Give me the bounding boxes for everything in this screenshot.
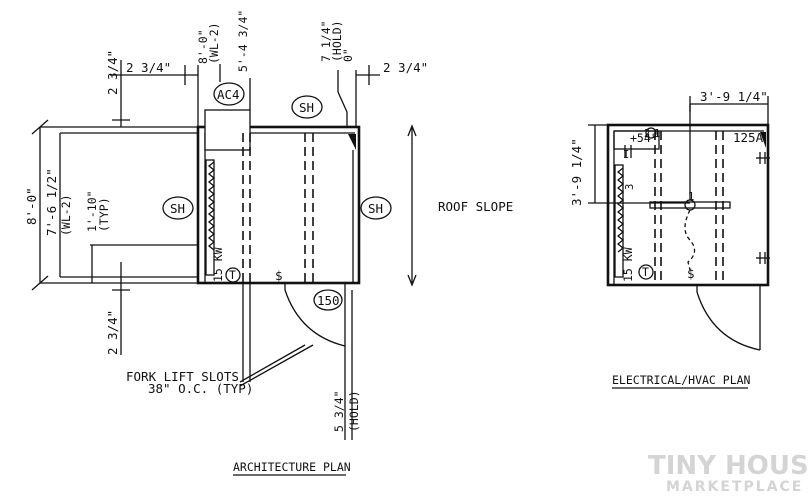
- elec-dim-left: 3'-9 1/4": [569, 138, 584, 206]
- circuit-1a: 1: [654, 128, 660, 140]
- sh-top-bubble: [291, 95, 323, 119]
- dim-overall: 8'-0": [24, 187, 39, 225]
- heater-strip: [614, 164, 624, 278]
- leader-line: [239, 344, 314, 387]
- dim-tick: [31, 275, 49, 291]
- dim-hold-c: 0": [341, 48, 355, 62]
- arch-heater-label: 15 KW: [211, 247, 225, 282]
- thermostat-icon: [225, 267, 241, 283]
- electrical-plan-title: ELECTRICAL/HVAC PLAN: [612, 373, 751, 387]
- electrical-plan: 3'-9 1/4" 3'-9 1/4" +54" 2 1 I 3 15 KW 1…: [569, 89, 770, 389]
- receptacle-icon: [645, 127, 657, 139]
- dim-top-right: 2 3/4": [383, 60, 428, 75]
- outlet-label: I: [623, 149, 629, 161]
- arch-exterior-wall: [196, 125, 361, 285]
- elec-switch-icon: $: [687, 266, 695, 281]
- panel-box: [613, 130, 660, 150]
- heater-coil: [207, 161, 216, 251]
- dim-tick: [31, 119, 49, 135]
- sh-left-bubble: [162, 196, 194, 220]
- dim-top-left-v: 2 3/4": [105, 50, 120, 95]
- forklift-label-a: FORK LIFT SLOTS: [126, 369, 239, 384]
- sh-left-tag: SH: [170, 201, 185, 216]
- watermark-line2: MARKETPLACE: [666, 479, 803, 495]
- dim-bottom-hold-a: 5 3/4": [332, 390, 346, 432]
- elec-thermostat-label: T: [642, 265, 649, 279]
- forklift-label-b: 38" O.C. (TYP): [148, 381, 253, 396]
- door-tag: 150: [317, 293, 340, 308]
- sh-top-tag: SH: [299, 100, 314, 115]
- elec-dim-top: 3'-9 1/4": [700, 89, 768, 104]
- ac4-tag-bubble: [213, 82, 245, 106]
- thermostat-icon: [638, 264, 654, 280]
- switch-leg: [684, 209, 696, 271]
- heater-coil: [616, 167, 625, 253]
- dim-wl2-a: 8'-0": [196, 29, 210, 64]
- dim-typ-a: 1'-10": [85, 190, 99, 232]
- light-fixture: [649, 201, 731, 209]
- corner-mark: [348, 134, 356, 150]
- dim-inner-a: 7'-6 1/2": [44, 168, 59, 236]
- dim-hold-a: 7 1/4": [319, 20, 333, 62]
- elec-heater-label: 15 KW: [621, 247, 635, 282]
- ac4-tag: AC4: [217, 87, 240, 102]
- door-swing-arc: [284, 289, 346, 347]
- architecture-plan-title: ARCHITECTURE PLAN: [233, 460, 351, 474]
- switch-icon: $: [275, 268, 283, 283]
- dim-bottom-hold-b: (HOLD): [347, 390, 361, 432]
- door-tag-bubble: [313, 289, 343, 311]
- sh-right-tag: SH: [368, 201, 383, 216]
- leader-line: [239, 344, 306, 383]
- watermark-line1: TINY HOUSE: [648, 451, 809, 481]
- arrow-head: [407, 124, 417, 137]
- elec-exterior-wall: [606, 123, 770, 287]
- dim-wl2-b: (WL-2): [207, 22, 221, 64]
- sh-right-bubble: [360, 196, 392, 220]
- dim-inner-b: (WL-2): [59, 194, 73, 236]
- dim-leader: [337, 91, 348, 113]
- panel-label: 125A: [733, 130, 764, 145]
- dim-bottom-left: 2 3/4": [105, 310, 120, 355]
- dim-top-mid: 5'-4 3/4": [236, 10, 250, 72]
- dim-top-left: 2 3/4": [126, 60, 171, 75]
- roof-slope-label: ROOF SLOPE: [438, 199, 513, 214]
- dim-typ-b: (TYP): [97, 197, 111, 232]
- mount-height: +54": [630, 131, 658, 145]
- thermostat-label: T: [229, 268, 236, 282]
- circuit-2: 2: [644, 128, 650, 140]
- architecture-plan: 15 KW T $ 150 AC4 SH SH SH 2 3/4" 2 3/4"…: [24, 10, 513, 476]
- circuit-3: 3: [624, 184, 636, 190]
- arrow-head: [407, 274, 417, 287]
- door-swing-arc: [696, 291, 761, 351]
- panel-mark: [760, 132, 766, 148]
- watermark: TINY HOUSE MARKETPLACE: [648, 451, 809, 495]
- dim-hold-b: (HOLD): [330, 20, 344, 62]
- ac-unit: [204, 109, 251, 151]
- circuit-1b: 1: [688, 191, 694, 203]
